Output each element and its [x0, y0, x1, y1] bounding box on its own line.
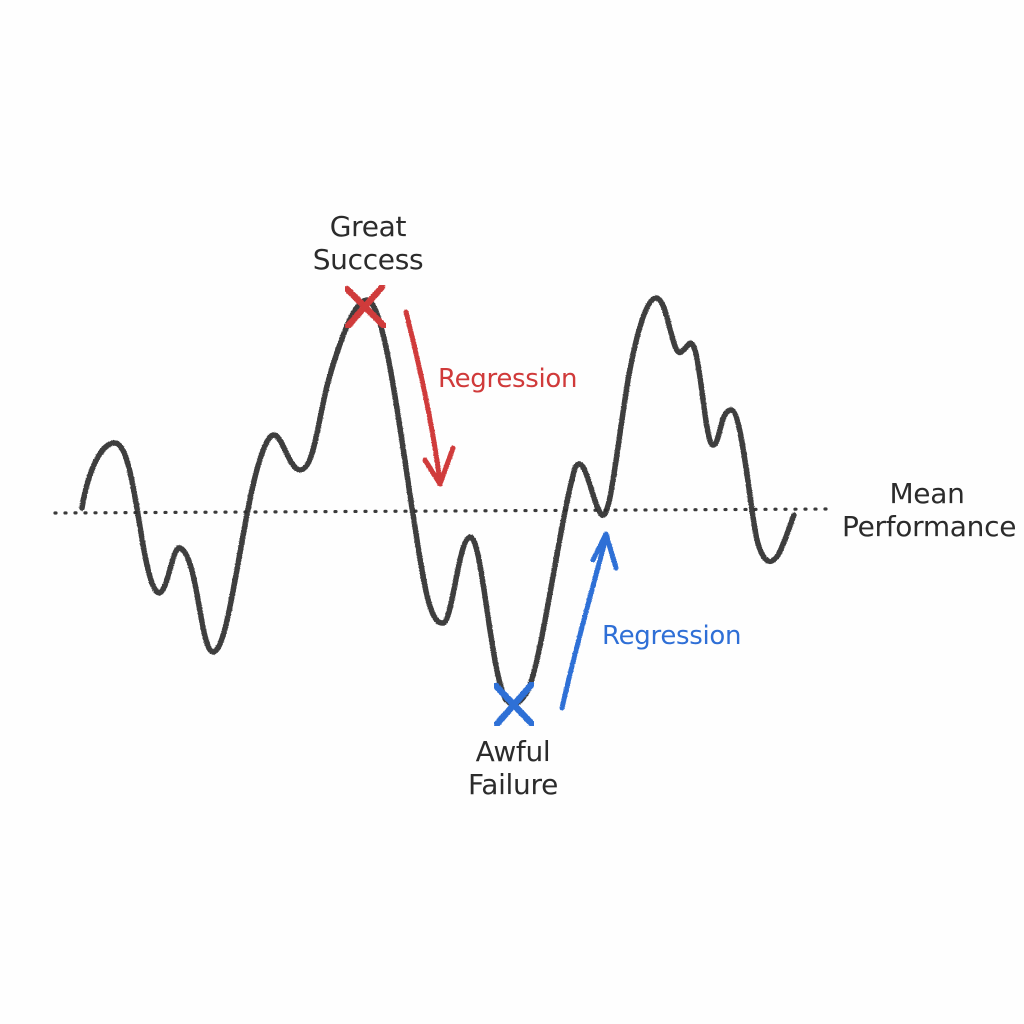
peak-x-mark: [343, 283, 388, 330]
regression-down-arrow: [403, 309, 456, 487]
mean-performance-line: [53, 507, 832, 515]
regression-up-label: Regression: [602, 621, 742, 651]
great-success-line-2: Success: [312, 243, 424, 276]
mean-performance-line-1: Mean: [889, 477, 965, 510]
regression-down-head: [422, 445, 456, 487]
awful-failure-line-1: Awful: [475, 735, 551, 768]
regression-up-shaft: [559, 535, 609, 711]
great-success-label: Great Success: [268, 210, 468, 276]
awful-failure-line-2: Failure: [467, 768, 559, 801]
mean-performance-label: Mean Performance: [842, 477, 1017, 543]
performance-wave: [79, 295, 797, 707]
regression-down-label: Regression: [438, 364, 578, 394]
mean-performance-line-2: Performance: [842, 510, 1017, 543]
awful-failure-label: Awful Failure: [413, 735, 613, 801]
regression-up-head: [590, 531, 619, 571]
great-success-line-1: Great: [329, 210, 407, 243]
regression-down-shaft: [403, 309, 443, 485]
regression-up-arrow: [559, 531, 619, 711]
trough-x-mark: [492, 680, 536, 728]
